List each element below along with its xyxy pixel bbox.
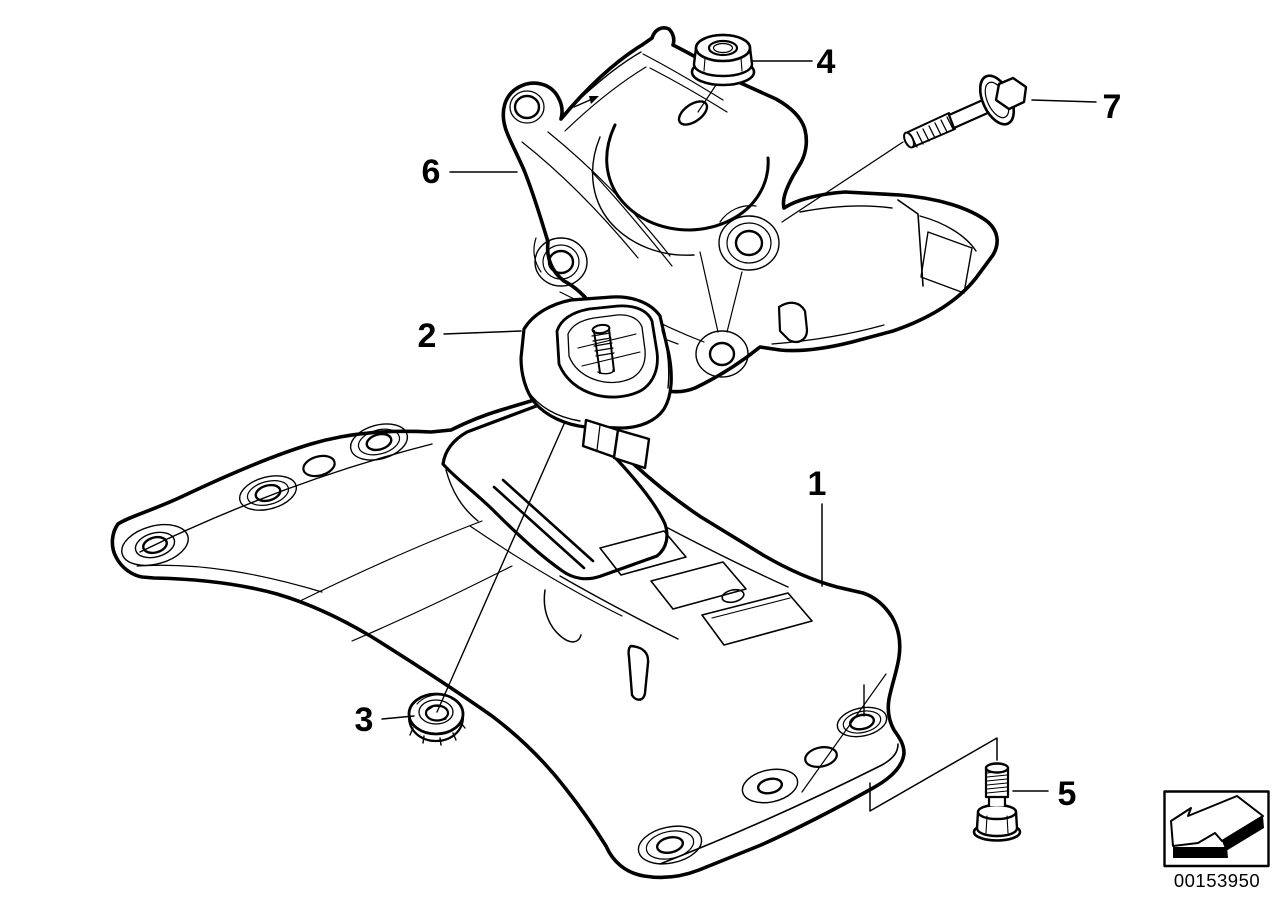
callout-label-1: 1	[807, 465, 827, 503]
mount-stud	[591, 323, 615, 375]
part-number: 00153950	[1173, 869, 1261, 891]
bolt-part-drawing-7	[903, 74, 1028, 149]
direction-arrow-icon	[1170, 795, 1264, 858]
gearbox-mount-part-drawing	[519, 295, 673, 470]
bolt7-axis-line	[781, 141, 904, 223]
crossmember-part-drawing	[110, 395, 906, 880]
callout-label-7: 7	[1102, 88, 1122, 126]
bolt-part-drawing-5	[972, 762, 1022, 842]
stop-nut-part-drawing	[407, 692, 466, 746]
callout-label-5: 5	[1057, 775, 1077, 813]
leader-7	[1031, 99, 1097, 103]
leader-3	[381, 715, 415, 720]
leader-lines	[381, 60, 1097, 812]
leader-2	[443, 330, 522, 335]
hex-nut-part-drawing	[690, 33, 756, 87]
leader-5b	[869, 737, 998, 812]
callout-label-6: 6	[421, 153, 441, 191]
callout-label-4: 4	[816, 43, 836, 81]
callout-label-2: 2	[417, 317, 437, 355]
leader-4b	[697, 84, 717, 113]
direction-arrow-box	[1163, 790, 1270, 868]
callout-label-3: 3	[354, 701, 374, 739]
